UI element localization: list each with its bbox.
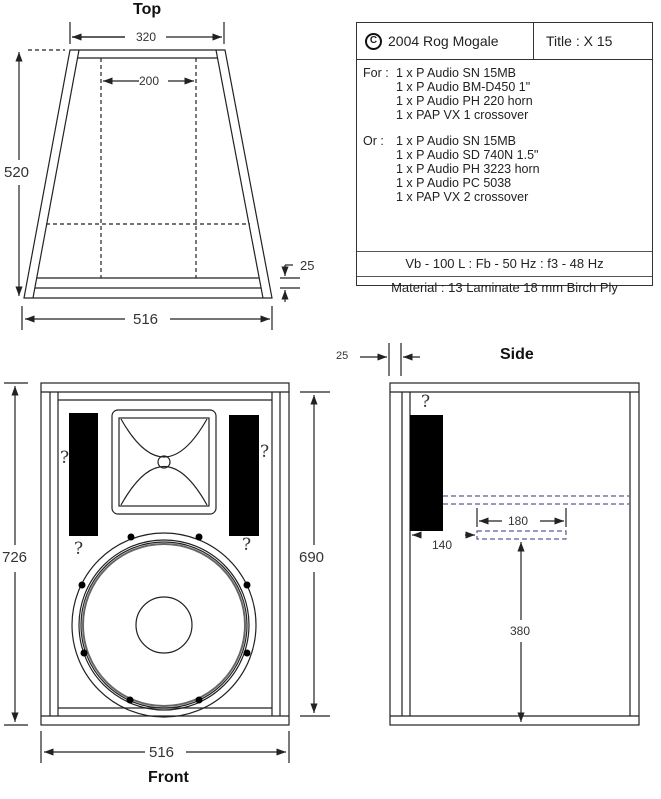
design-title: Title : X 15 bbox=[546, 33, 613, 49]
front-view-outline bbox=[40, 382, 290, 726]
dim-port-length: 180 bbox=[508, 514, 529, 528]
part-item: 1 x P Audio SD 740N 1.5" bbox=[396, 148, 539, 162]
dim-inner-width: 200 bbox=[139, 74, 160, 88]
material-spec: Material : 13 Laminate 18 mm Birch Ply bbox=[391, 280, 618, 295]
parts-group-for: For : 1 x P Audio SN 15MB 1 x P Audio BM… bbox=[363, 66, 533, 122]
parts-list: For : 1 x P Audio SN 15MB 1 x P Audio BM… bbox=[357, 60, 652, 252]
copyright-text: 2004 Rog Mogale bbox=[388, 33, 499, 49]
part-item: 1 x P Audio SN 15MB bbox=[396, 134, 516, 148]
part-item: 1 x PAP VX 2 crossover bbox=[396, 190, 529, 204]
dim-thickness: 25 bbox=[300, 258, 315, 273]
dim-front-width: 516 bbox=[149, 744, 175, 761]
part-item: 1 x P Audio BM-D450 1" bbox=[396, 80, 531, 94]
unknown-mark: ? bbox=[421, 392, 431, 412]
dim-depth: 520 bbox=[4, 164, 30, 181]
dim-inner-height: 690 bbox=[299, 549, 325, 566]
unknown-mark: ? bbox=[74, 539, 84, 559]
dim-bottom-width: 516 bbox=[133, 311, 159, 328]
copyright-cell: C 2004 Rog Mogale bbox=[357, 23, 534, 59]
copyright-icon: C bbox=[365, 32, 382, 50]
tuning-spec: Vb - 100 L : Fb - 50 Hz : f3 - 48 Hz bbox=[357, 252, 652, 277]
top-view-title: Top bbox=[133, 1, 162, 18]
unknown-mark: ? bbox=[60, 448, 70, 468]
parts-group-or: Or : 1 x P Audio SN 15MB 1 x P Audio SD … bbox=[363, 134, 540, 204]
part-item: 1 x P Audio SN 15MB bbox=[396, 66, 516, 80]
unknown-mark: ? bbox=[260, 442, 270, 462]
part-item: 1 x PAP VX 1 crossover bbox=[396, 108, 529, 122]
dim-panel-thickness: 25 bbox=[336, 350, 349, 362]
dim-port-height: 380 bbox=[510, 624, 531, 638]
dim-outer-height: 726 bbox=[2, 549, 28, 566]
top-view-outline bbox=[23, 49, 273, 299]
front-view-title: Front bbox=[148, 769, 189, 786]
part-item: 1 x P Audio PH 3223 horn bbox=[396, 162, 540, 176]
part-item: 1 x P Audio PH 220 horn bbox=[396, 94, 533, 108]
dim-port-offset: 140 bbox=[432, 538, 453, 552]
unknown-mark: ? bbox=[242, 535, 252, 555]
spec-table: C 2004 Rog Mogale Title : X 15 For : 1 x… bbox=[356, 22, 653, 295]
dim-top-width: 320 bbox=[136, 30, 157, 44]
part-item: 1 x P Audio PC 5038 bbox=[396, 176, 512, 190]
side-view-title: Side bbox=[500, 346, 534, 363]
